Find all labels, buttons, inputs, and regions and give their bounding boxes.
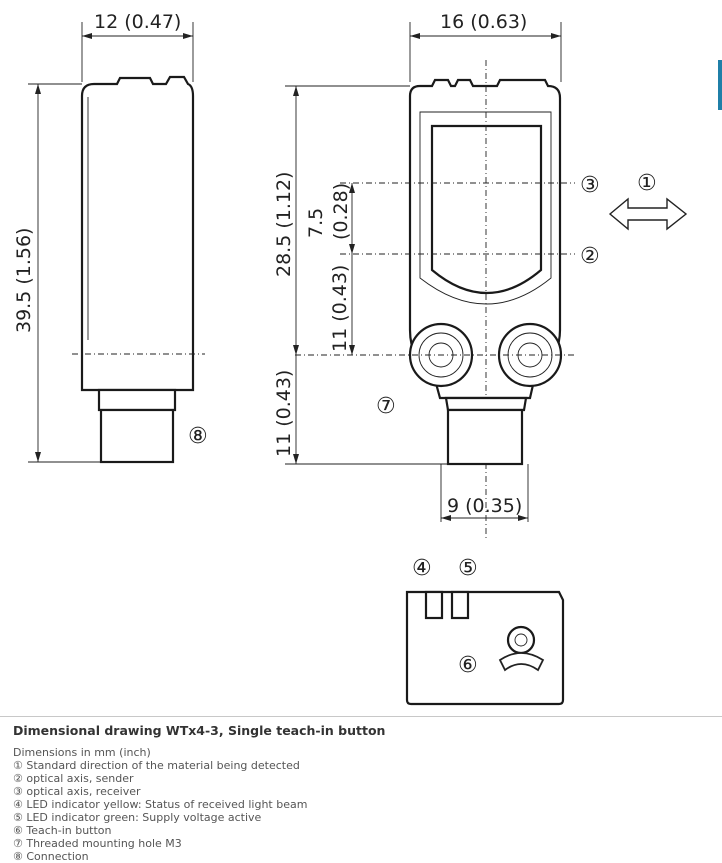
side-view: 12 (0.47) 39.5 (1.56) ⑧ <box>13 11 208 464</box>
dim-total-height: 39.5 (1.56) <box>13 228 35 333</box>
legend-item: ③ optical axis, receiver <box>13 785 141 798</box>
top-housing <box>405 590 565 706</box>
dim-axis-to-hole: 11 (0.43) <box>329 265 351 352</box>
dim-side-width: 12 (0.47) <box>94 11 181 33</box>
lens-window <box>430 124 543 295</box>
window-edge-accent <box>718 60 722 110</box>
dim-axis-spacing-inch: (0.28) <box>330 183 352 240</box>
lens-frame <box>419 111 552 305</box>
legend-item: ① Standard direction of the material bei… <box>13 759 300 772</box>
legend-item: ② optical axis, sender <box>13 772 134 785</box>
dimensional-drawing: 12 (0.47) 39.5 (1.56) ⑧ 16 (0.63) <box>13 11 688 706</box>
callout-1: ① <box>637 171 657 196</box>
dim-hole-to-bottom: 11 (0.43) <box>273 370 295 457</box>
dim-front-width: 16 (0.63) <box>440 11 527 33</box>
dim-connector-width: 9 (0.35) <box>447 495 522 517</box>
callout-5: ⑤ <box>458 556 478 581</box>
top-view: ④ ⑤ ⑥ <box>405 556 565 706</box>
front-view: 16 (0.63) 2 <box>273 11 688 540</box>
callout-8: ⑧ <box>188 424 208 449</box>
callout-7: ⑦ <box>376 394 396 419</box>
drawing-caption: Dimensional drawing WTx4-3, Single teach… <box>13 723 713 863</box>
dim-axis-spacing-value: 7.5 <box>305 208 327 238</box>
callout-2: ② <box>580 244 600 269</box>
led-yellow <box>424 590 444 620</box>
teach-in-button <box>498 625 545 672</box>
legend-item: ⑤ LED indicator green: Supply voltage ac… <box>13 811 262 824</box>
callout-6: ⑥ <box>458 653 478 678</box>
legend-item: ④ LED indicator yellow: Status of receiv… <box>13 798 308 811</box>
callout-3: ③ <box>580 173 600 198</box>
legend-item: ⑥ Teach-in button <box>13 824 112 837</box>
legend-item: ⑧ Connection <box>13 850 89 863</box>
led-green <box>450 590 470 620</box>
caption-divider <box>0 716 722 717</box>
front-connector <box>444 396 528 466</box>
dim-front-height: 28.5 (1.12) <box>273 172 295 277</box>
side-thread <box>99 408 175 464</box>
legend-item: ⑦ Threaded mounting hole M3 <box>13 837 182 850</box>
caption-title: Dimensional drawing WTx4-3, Single teach… <box>13 723 386 738</box>
side-connector-base <box>97 388 177 412</box>
caption-units: Dimensions in mm (inch) <box>13 746 151 759</box>
side-housing <box>80 75 195 392</box>
callout-4: ④ <box>412 556 432 581</box>
detection-direction-arrow <box>608 197 688 231</box>
